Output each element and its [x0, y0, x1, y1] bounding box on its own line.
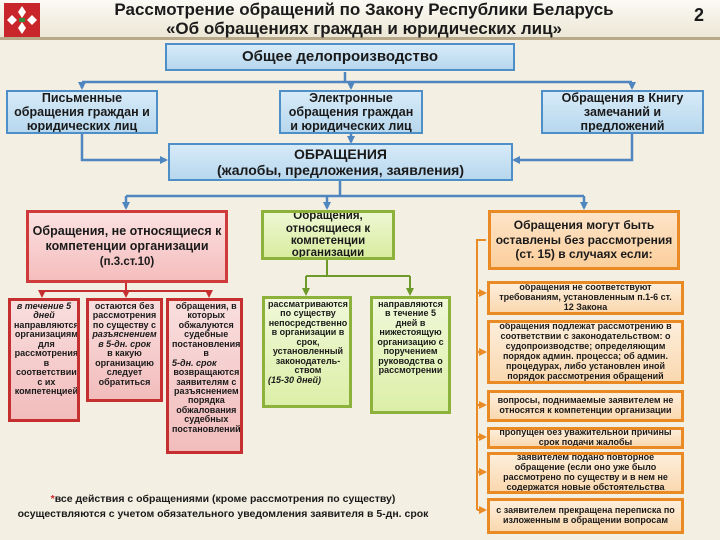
reason-item-3: вопросы, поднимаемые заявителем не относ…: [487, 390, 684, 422]
page-number: 2: [693, 5, 704, 25]
competence-label: Обращения, относящиеся к компетенции орг…: [285, 210, 371, 260]
general-records-label: Общее делопроизводство: [241, 47, 439, 65]
title-line-1: Рассмотрение обращений по Закону Республ…: [114, 0, 614, 19]
reason-item-4: пропущен без уважительной причины срок п…: [487, 427, 684, 449]
reason-item-6: с заявителем прекращена переписка по изл…: [487, 498, 684, 534]
no-review-box: остаются без рассмотрения по существу с …: [86, 298, 163, 402]
footnote-text: все действия с обращениями (кроме рассмо…: [17, 493, 429, 521]
reason-item-5: заявителем подано повторное обращение (е…: [487, 452, 684, 494]
not-competence-box: Обращения, не относящиеся к компетенции …: [26, 210, 228, 283]
appeals-title: ОБРАЩЕНИЯ: [293, 145, 387, 162]
reason-item-1-text: обращения не соответствуют требованиям, …: [499, 282, 672, 312]
without-review-label: Обращения могут быть оставлены без рассм…: [495, 218, 673, 262]
reason-item-2: обращения подлежат рассмотрению в соотве…: [487, 320, 684, 384]
reason-item-2-text: обращения подлежат рассмотрению в соотве…: [499, 321, 672, 381]
not-competence-ref: (п.3.ст.10): [99, 255, 155, 268]
direct-review-box: рассматриваются по существу непосредстве…: [262, 296, 352, 408]
reason-item-6-text: с заявителем прекращена переписка по изл…: [496, 505, 675, 525]
subordinate-box: направляются в течение 5 дней в нижестоя…: [370, 296, 451, 414]
redirect-box: в течение 5 дней направляются организаци…: [8, 298, 80, 422]
appeals-subtitle: (жалобы, предложения, заявления): [216, 162, 465, 178]
court-decision-text-a: обращения, в которых обжалуются судебные…: [172, 301, 241, 359]
no-review-text-c: в какую организацию следует обратиться: [95, 348, 154, 387]
complaints-book-box: Обращения в Книгу замечаний и предложени…: [541, 90, 704, 134]
court-decision-box: обращения, в которых обжалуются судебные…: [166, 298, 243, 454]
no-review-deadline: разъяснением в 5-дн. срок: [92, 329, 157, 349]
appeals-box: ОБРАЩЕНИЯ (жалобы, предложения, заявлени…: [168, 143, 513, 181]
competence-box: Обращения, относящиеся к компетенции орг…: [261, 210, 395, 260]
reason-item-1: обращения не соответствуют требованиям, …: [487, 281, 684, 315]
complaints-book-label: Обращения в Книгу замечаний и предложени…: [561, 91, 684, 133]
electronic-appeals-label: Электронные обращения граждан и юридичес…: [288, 91, 414, 133]
footnote-star: *: [50, 493, 55, 505]
direct-review-term: (15-30 дней): [268, 374, 322, 385]
reason-item-4-text: пропущен без уважительной причины срок п…: [499, 427, 672, 447]
court-decision-deadline: 5-дн. срок: [172, 357, 217, 368]
direct-review-text: рассматриваются по существу непосредстве…: [268, 299, 348, 376]
general-records-box: Общее делопроизводство: [165, 43, 515, 71]
title-bar: [0, 0, 720, 40]
no-review-text-a: остаются без рассмотрения по существу с: [92, 301, 157, 330]
court-decision-text-c: возвращаются заявителям с разъяснением п…: [172, 367, 241, 434]
redirect-deadline: в течение 5 дней: [16, 301, 72, 321]
without-review-box: Обращения могут быть оставлены без рассм…: [488, 210, 680, 270]
written-appeals-label: Письменные обращения граждан и юридическ…: [14, 91, 150, 133]
reason-item-5-text: заявителем подано повторное обращение (е…: [503, 452, 668, 492]
subordinate-text: направляются в течение 5 дней в нижестоя…: [377, 299, 444, 376]
redirect-text: направляются организациям для рассмотрен…: [14, 319, 79, 396]
title-line-2: «Об обращениях граждан и юридических лиц…: [165, 19, 563, 38]
belarus-ornament-logo: [4, 3, 40, 37]
not-competence-label: Обращения, не относящиеся к компетенции …: [32, 223, 222, 254]
reason-item-3-text: вопросы, поднимаемые заявителем не относ…: [497, 395, 674, 415]
written-appeals-box: Письменные обращения граждан и юридическ…: [6, 90, 158, 134]
footnote: *все действия с обращениями (кроме рассм…: [8, 492, 438, 538]
page-title: Рассмотрение обращений по Закону Республ…: [44, 0, 684, 40]
electronic-appeals-box: Электронные обращения граждан и юридичес…: [279, 90, 423, 134]
